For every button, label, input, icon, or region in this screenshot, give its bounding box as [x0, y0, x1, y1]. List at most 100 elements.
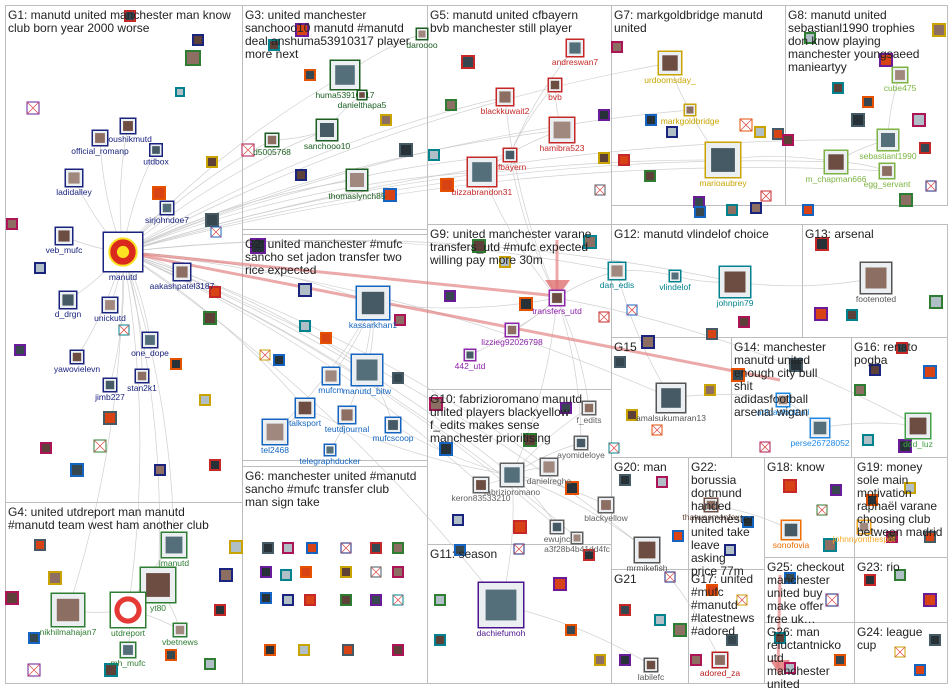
node-adidasfootball[interactable]: adidasfootball	[757, 392, 810, 418]
avatar-node[interactable]	[214, 604, 226, 616]
avatar-node[interactable]	[618, 154, 630, 166]
node-lizzieg92026798[interactable]: lizzieg92026798	[481, 322, 543, 348]
avatar-node[interactable]	[760, 190, 772, 202]
node-tel2468[interactable]: tel2468	[261, 418, 289, 456]
avatar-node[interactable]	[772, 128, 784, 140]
avatar-node[interactable]	[862, 434, 874, 446]
node-a3f28b4b41dd4fc[interactable]: a3f28b4b41dd4fc	[544, 531, 611, 555]
avatar-node[interactable]	[461, 55, 475, 69]
avatar-node[interactable]	[199, 394, 211, 406]
avatar-node[interactable]	[70, 463, 84, 477]
avatar-node[interactable]	[203, 311, 217, 325]
node-cfbayern[interactable]: cfbayern	[494, 147, 527, 173]
avatar-node[interactable]	[454, 544, 466, 556]
node-sanchooo10[interactable]: sanchooo10	[304, 118, 351, 152]
avatar-node[interactable]	[392, 594, 404, 606]
avatar-node[interactable]	[565, 481, 579, 495]
avatar-node[interactable]	[280, 569, 292, 581]
node-blackyellow[interactable]: blackyellow	[584, 496, 629, 524]
avatar-node[interactable]	[264, 644, 276, 656]
node-stan2k1[interactable]: stan2k1	[127, 368, 157, 394]
avatar-node[interactable]	[513, 520, 527, 534]
avatar-node[interactable]	[392, 644, 404, 656]
avatar-node[interactable]	[499, 256, 511, 268]
avatar-node[interactable]	[394, 314, 406, 326]
avatar-node[interactable]	[919, 142, 931, 154]
avatar-node[interactable]	[553, 577, 567, 591]
avatar-node[interactable]	[560, 402, 572, 414]
avatar-node[interactable]	[452, 514, 464, 526]
avatar-node[interactable]	[124, 10, 136, 22]
avatar-node[interactable]	[392, 566, 404, 578]
avatar-node[interactable]	[444, 290, 456, 302]
node-jmanutd[interactable]: jmanutd	[158, 531, 190, 569]
node-adored-za[interactable]: adored_za	[700, 651, 740, 679]
avatar-node[interactable]	[298, 283, 312, 297]
avatar-node[interactable]	[726, 204, 738, 216]
avatar-node[interactable]	[209, 459, 221, 471]
node-dan-edis[interactable]: dan_edis	[600, 261, 635, 291]
node-egg-servant[interactable]: egg_servant	[864, 162, 911, 190]
avatar-node[interactable]	[924, 531, 936, 543]
node-bvb[interactable]: bvb	[547, 77, 563, 103]
avatar-node[interactable]	[340, 594, 352, 606]
node-hamibra523[interactable]: hamibra523	[540, 116, 585, 154]
node-mrmikefish[interactable]: mrmikefish	[626, 536, 668, 574]
avatar-node[interactable]	[739, 118, 753, 132]
avatar-node[interactable]	[250, 238, 266, 254]
avatar-node[interactable]	[306, 542, 318, 554]
node-sirjohndoe7[interactable]: sirjohndoe7	[145, 200, 189, 226]
avatar-node[interactable]	[445, 99, 457, 111]
node-huma53910317[interactable]: huma53910317	[315, 59, 375, 101]
node-transfers-utd[interactable]: transfers_utd	[532, 289, 582, 317]
avatar-node[interactable]	[894, 569, 906, 581]
node-telegraphducker[interactable]: telegraphducker	[300, 443, 361, 467]
avatar-node[interactable]	[654, 614, 666, 626]
avatar-node[interactable]	[5, 591, 19, 605]
avatar-node[interactable]	[724, 544, 736, 556]
node-vbetnews[interactable]: vbetnews	[162, 622, 198, 648]
avatar-node[interactable]	[802, 204, 814, 216]
node-talksport[interactable]: talksport	[289, 397, 322, 429]
avatar-node[interactable]	[513, 543, 525, 555]
avatar-node[interactable]	[219, 568, 233, 582]
avatar-node[interactable]	[869, 364, 881, 376]
avatar-node[interactable]	[598, 311, 610, 323]
avatar-node[interactable]	[118, 324, 130, 336]
avatar-node[interactable]	[738, 316, 750, 328]
avatar-node[interactable]	[210, 226, 222, 238]
avatar-node[interactable]	[342, 644, 354, 656]
avatar-node[interactable]	[27, 663, 41, 677]
avatar-node[interactable]	[825, 593, 839, 607]
node-danielregha[interactable]: danielregha	[527, 457, 572, 487]
avatar-node[interactable]	[428, 149, 440, 161]
avatar-node[interactable]	[282, 594, 294, 606]
avatar-node[interactable]	[611, 41, 623, 53]
avatar-node[interactable]	[846, 309, 858, 321]
avatar-node[interactable]	[205, 213, 219, 227]
avatar-node[interactable]	[104, 663, 118, 677]
avatar-node[interactable]	[380, 114, 392, 126]
avatar-node[interactable]	[731, 368, 745, 382]
avatar-node[interactable]	[851, 113, 865, 127]
node-johnpin79[interactable]: johnpin79	[716, 265, 754, 309]
avatar-node[interactable]	[783, 479, 797, 493]
avatar-node[interactable]	[340, 542, 352, 554]
avatar-node[interactable]	[784, 662, 796, 674]
avatar-node[interactable]	[340, 566, 352, 578]
avatar-node[interactable]	[834, 654, 846, 666]
avatar-node[interactable]	[854, 384, 866, 396]
node-perse26728052[interactable]: perse26728052	[790, 417, 850, 449]
node-danielthapa5[interactable]: danielthapa5	[338, 89, 387, 111]
avatar-node[interactable]	[706, 584, 718, 596]
node-jimb227[interactable]: jimb227	[94, 377, 125, 403]
avatar-node[interactable]	[392, 372, 404, 384]
avatar-node[interactable]	[754, 126, 766, 138]
avatar-node[interactable]	[879, 53, 893, 67]
avatar-node[interactable]	[165, 649, 177, 661]
node-blackkuwait2[interactable]: blackkuwait2	[481, 87, 530, 117]
avatar-node[interactable]	[736, 594, 748, 606]
node-amalsukumaran13[interactable]: amalsukumaran13	[636, 382, 706, 424]
avatar-node[interactable]	[440, 178, 454, 192]
node-d5005768[interactable]: d5005768	[253, 132, 291, 158]
